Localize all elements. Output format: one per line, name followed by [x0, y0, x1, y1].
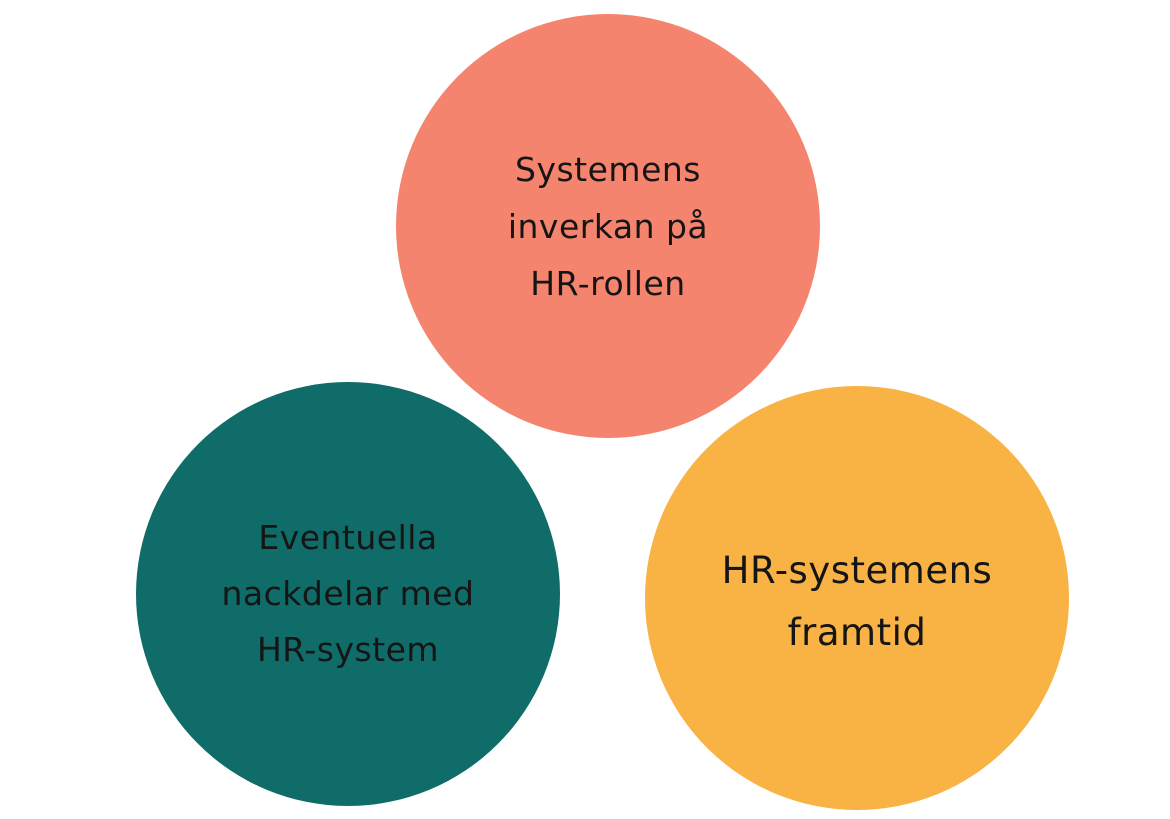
circle-hr-systemens-framtid: HR-systemens framtid — [645, 386, 1069, 810]
circle-systemens-inverkan: Systemens inverkan på HR-rollen — [396, 14, 820, 438]
circle-label-hr-systemens-framtid: HR-systemens framtid — [721, 549, 993, 654]
circle-eventuella-nackdelar: Eventuella nackdelar med HR-system — [136, 382, 560, 806]
circle-label-systemens-inverkan: Systemens inverkan på HR-rollen — [507, 149, 709, 303]
circle-label-eventuella-nackdelar: Eventuella nackdelar med HR-system — [221, 518, 475, 669]
